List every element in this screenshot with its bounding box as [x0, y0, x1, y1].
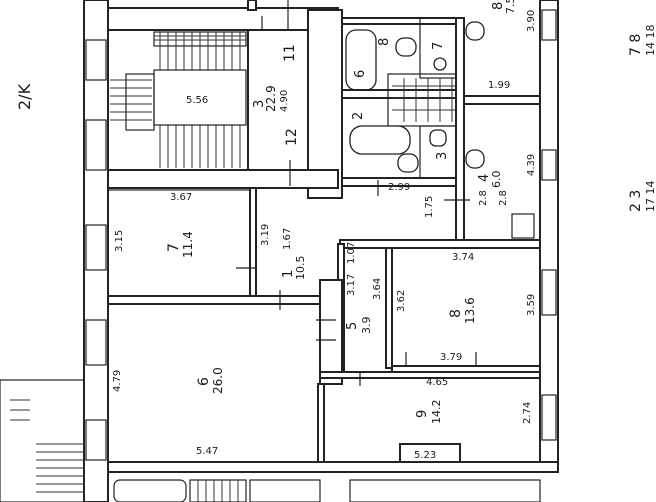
bottom-wall	[107, 443, 559, 502]
left-neighbor-stair	[0, 379, 85, 502]
room-9-number: 9	[415, 410, 430, 418]
room-7-number: 7	[166, 243, 182, 252]
room-4-width: 2.8	[478, 190, 489, 206]
top-right-width: 1.99	[488, 80, 510, 91]
room-8-area: 13.6	[463, 297, 477, 324]
room-5: 5 3.9 1.07 3.64	[345, 242, 383, 334]
room-8-width-2: 3.79	[440, 352, 462, 363]
room-7: 7 11.4 3.67 3.15	[114, 192, 195, 258]
misc-dim-1: 3.17	[346, 274, 357, 296]
top-wall-pier	[247, 0, 257, 11]
room-9-height: 2.74	[522, 402, 533, 424]
room-9-area: 14.2	[430, 400, 443, 425]
top-right-area: 7.5	[504, 0, 517, 14]
room-6-height: 4.79	[112, 370, 123, 392]
room-1-number: 1	[281, 270, 296, 278]
hall-width: 2.99	[388, 182, 410, 193]
stair-dim-2: 4.90	[279, 90, 290, 112]
outside-labels: 2/K 7 8 14 18 2 3 17 14	[15, 25, 656, 213]
room-5-width: 1.07	[346, 242, 357, 264]
room-5-area: 3.9	[360, 317, 373, 335]
room-9: 9 14.2 4.65 2.74 5.23	[414, 377, 533, 461]
stair-area: 22.9	[264, 85, 278, 112]
room-9-width: 4.65	[426, 377, 448, 388]
stair-labels: 3 22.9 4.90 5.56 11 12	[186, 44, 300, 146]
room-1-width: 1.67	[282, 228, 293, 250]
top-right-height: 3.90	[526, 10, 537, 32]
room-6: 6 26.0 5.47 4.79	[112, 367, 225, 457]
room-top-right: 8 7.5 1.99 3.90 2.8	[488, 0, 537, 206]
bath-number: 2	[351, 112, 366, 120]
bath-labels: 2 3 8 7 6	[351, 38, 450, 160]
room-1-height: 3.19	[260, 224, 271, 246]
middle-walls	[107, 187, 541, 467]
wc-number: 3	[435, 152, 450, 160]
room-4-area: 6.0	[490, 171, 503, 189]
room-8: 8 13.6 3.74 3.62 3.79 3.59	[396, 252, 537, 363]
stair-number: 3	[252, 100, 267, 108]
top-wall	[107, 7, 339, 31]
room-8-height-2: 3.59	[526, 294, 537, 316]
hallway: 2.99 1.75 3.17	[346, 182, 435, 296]
misc-dim-2: 2.8	[498, 190, 509, 206]
room-4: 4 6.0 2.8 4.39	[477, 154, 537, 206]
small-b: 7	[431, 42, 446, 50]
room-7-area: 11.4	[181, 231, 195, 258]
top-right-number: 8	[491, 2, 506, 10]
right-mid-sublabel: 17 14	[644, 181, 656, 213]
right-top-label: 7 8	[628, 34, 644, 56]
stair-right-wall	[307, 9, 343, 199]
room-7-width: 3.67	[170, 192, 192, 203]
stair-step-b: 12	[284, 128, 300, 146]
stair-step-a: 11	[282, 44, 298, 62]
right-top-sublabel: 14 18	[644, 25, 656, 57]
room-6-width: 5.47	[196, 446, 218, 457]
stair-dim-1: 5.56	[186, 95, 208, 106]
room-4-height: 4.39	[526, 154, 537, 176]
room-6-number: 6	[196, 377, 212, 386]
small-a: 8	[377, 38, 392, 46]
room-8-height: 3.62	[396, 290, 407, 312]
staircase	[107, 29, 309, 171]
room-9-width-2: 5.23	[414, 450, 436, 461]
small-c: 6	[353, 70, 368, 78]
room-8-number: 8	[448, 309, 464, 318]
room-8-width: 3.74	[452, 252, 474, 263]
hall-height: 1.75	[424, 196, 435, 218]
room-1-area: 10.5	[294, 256, 307, 281]
left-outside-label: 2/K	[15, 83, 34, 110]
room-4-number: 4	[477, 174, 492, 182]
room-7-height: 3.15	[114, 230, 125, 252]
room-5-height: 3.64	[372, 278, 383, 300]
dimension-ticks	[236, 0, 477, 386]
bath-block	[341, 17, 465, 245]
room-5-number: 5	[345, 322, 360, 330]
left-facade	[83, 0, 109, 502]
right-mid-label: 2 3	[628, 190, 644, 212]
room-1: 1 10.5 1.67 3.19	[260, 224, 307, 280]
room-6-area: 26.0	[211, 367, 225, 394]
wall-under-stair	[107, 169, 339, 189]
